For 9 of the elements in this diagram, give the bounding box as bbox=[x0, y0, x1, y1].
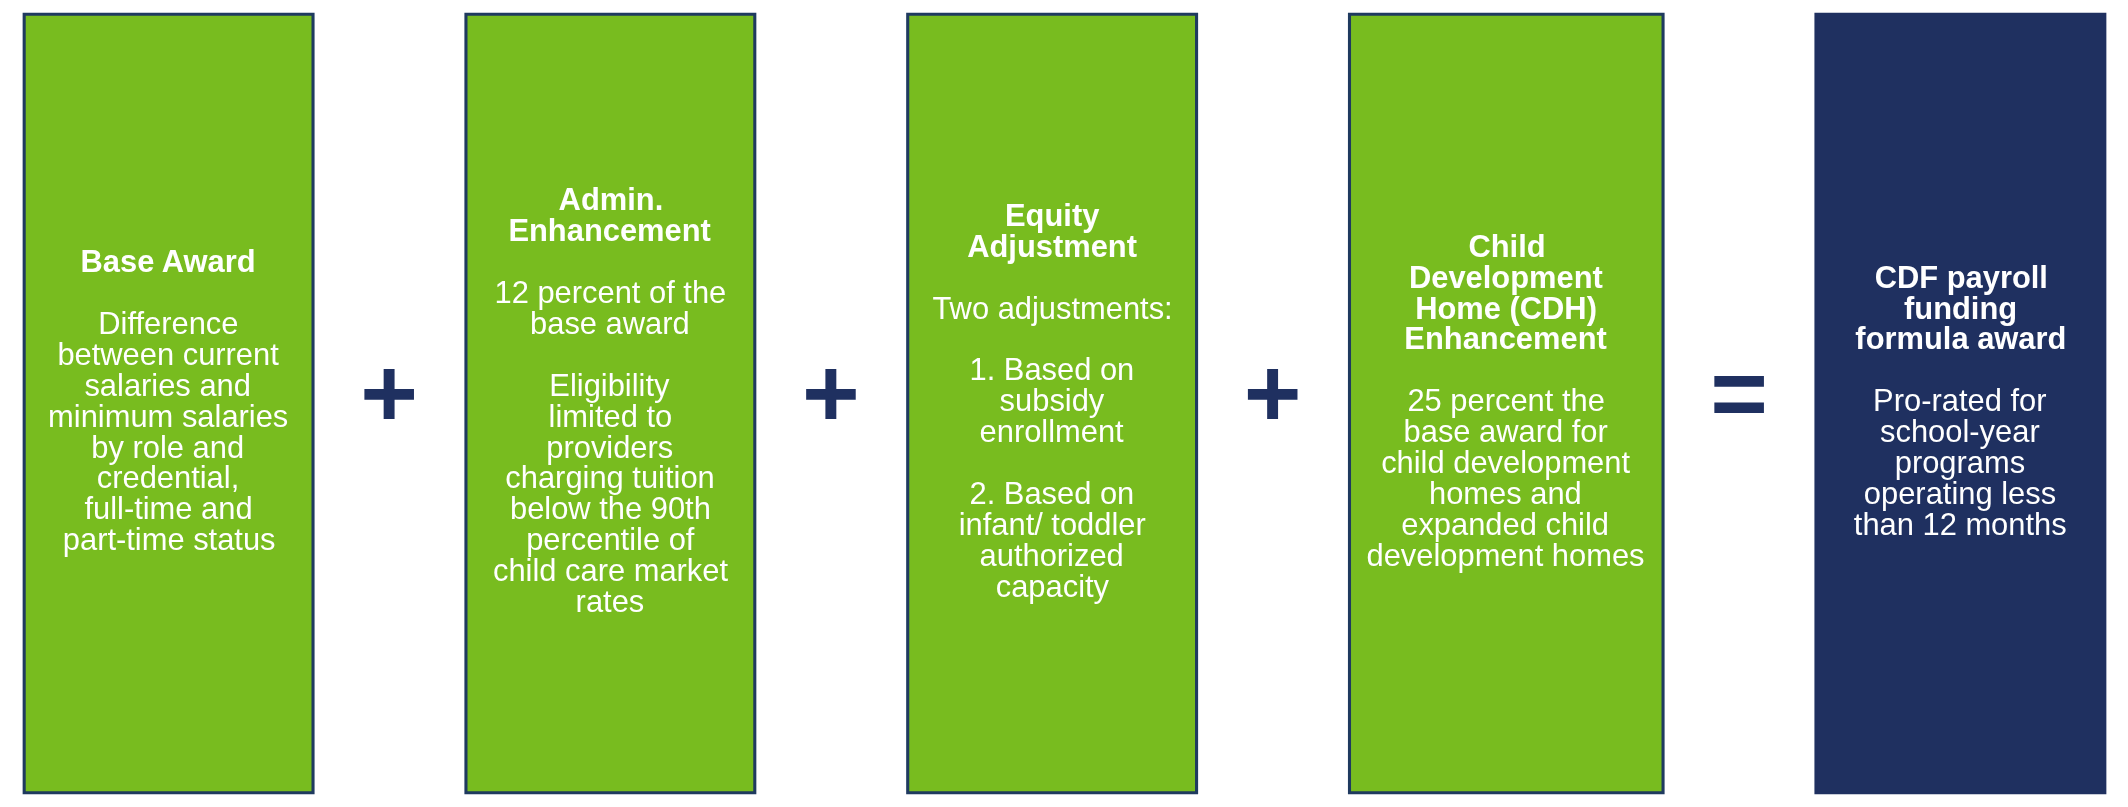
node-box: Admin. Enhancement 12 percent of the base award Eligibility limited to providers charging tuition below the 90th percentile of child care market rates bbox=[463, 12, 756, 795]
node-text: = bbox=[1709, 337, 1768, 448]
node-box: Equity Adjustment Two adjustments: 1. Based on subsidy enrollment 2. Based on infant/ toddler authorized capacity bbox=[905, 12, 1198, 795]
node-box: Child Development Home (CDH) Enhancement 25 percent the base award for child development homes and expanded child development homes bbox=[1347, 12, 1665, 795]
node-text: + bbox=[1243, 337, 1301, 448]
node-text: + bbox=[359, 337, 418, 448]
node-box: CDF payroll funding formula award Pro-rated for school-year programs operating less than 12 months bbox=[1813, 12, 2106, 795]
node-box: Base Award Difference between current salaries and minimum salaries by role and credential, full-time and part-time status bbox=[22, 12, 315, 795]
node-text: + bbox=[801, 337, 860, 448]
